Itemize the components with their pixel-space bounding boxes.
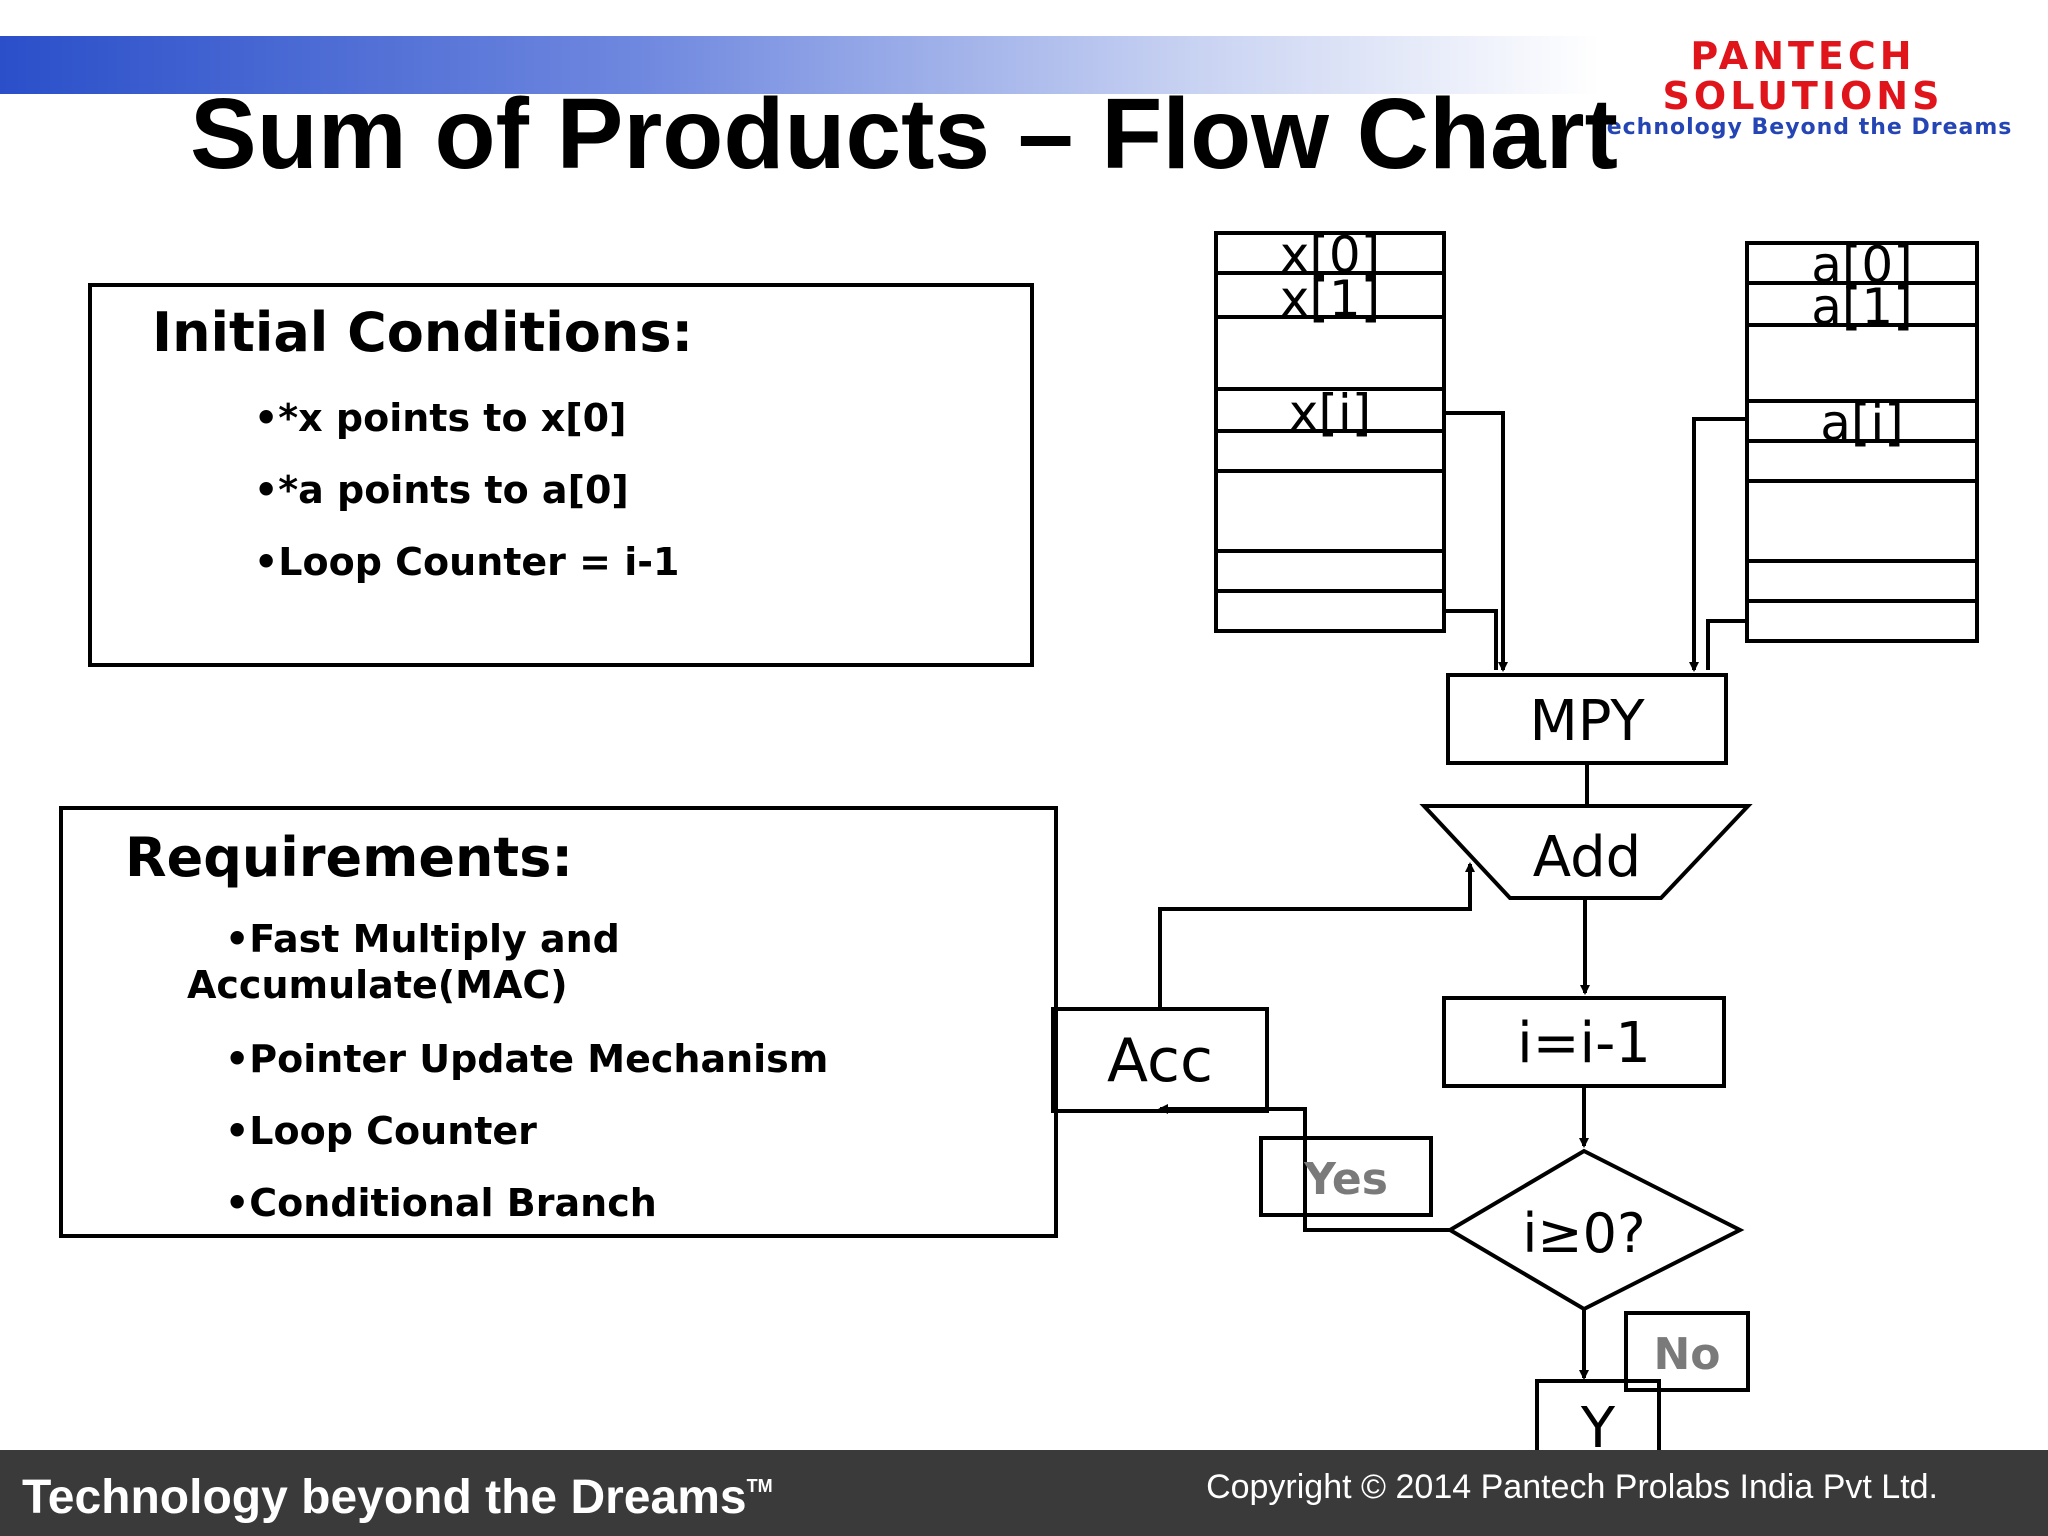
requirement-item: •Loop Counter [225, 1109, 537, 1153]
initial-conditions-box: Initial Conditions: •*x points to x[0] •… [88, 283, 1034, 667]
add-label: Add [1533, 825, 1641, 890]
initial-conditions-heading: Initial Conditions: [152, 301, 694, 364]
yes-loop-arrow [1158, 1104, 1450, 1232]
requirements-heading: Requirements: [125, 826, 573, 889]
decrement-label: i=i-1 [1517, 1011, 1651, 1076]
initial-condition-item: •*x points to x[0] [254, 396, 627, 440]
copyright-text: Copyright © 2014 Pantech Prolabs India P… [1206, 1468, 1938, 1506]
no-label-box [1624, 1311, 1750, 1392]
x0-label: x[0] [1280, 226, 1380, 284]
ai-to-mpy-arrow [1689, 417, 1747, 672]
header-gradient-bar [0, 36, 1600, 94]
logo-name: PANTECH SOLUTIONS [1662, 34, 1944, 118]
acc-label: Acc [1107, 1026, 1213, 1096]
initial-condition-item: •*a points to a[0] [254, 468, 629, 512]
trademark-mark: TM [746, 1476, 773, 1496]
yes-label: Yes [1303, 1154, 1388, 1205]
add-trapezoid [1419, 804, 1753, 900]
x-feed-line [1444, 609, 1498, 670]
condition-label: i≥0? [1522, 1202, 1645, 1265]
footer-bar: Technology beyond the DreamsTM Copyright… [0, 1450, 2048, 1536]
a1-label: a[1] [1811, 278, 1912, 336]
xi-to-mpy-arrow [1444, 411, 1508, 672]
slide-title: Sum of Products – Flow Chart [190, 78, 1618, 190]
logo-tagline: Technology Beyond the Dreams [1593, 115, 2013, 140]
requirement-item: •Fast Multiply and [225, 917, 620, 961]
footer-tagline: Technology beyond the DreamsTM [22, 1470, 773, 1525]
company-logo: PANTECH SOLUTIONS Technology Beyond the … [1568, 36, 2038, 140]
x1-label: x[1] [1280, 270, 1380, 328]
initial-condition-item: •Loop Counter = i-1 [254, 540, 680, 584]
a0-label: a[0] [1811, 236, 1912, 294]
yes-label-box [1259, 1136, 1433, 1217]
mpy-label: MPY [1529, 689, 1645, 754]
requirements-box: Requirements: •Fast Multiply and Accumul… [59, 806, 1058, 1238]
ai-label: a[i] [1820, 394, 1904, 452]
no-label: No [1653, 1329, 1720, 1380]
requirement-item: •Pointer Update Mechanism [225, 1037, 829, 1081]
acc-to-add-arrow [1158, 862, 1475, 1009]
requirement-item: •Conditional Branch [225, 1181, 657, 1225]
a-feed-line [1706, 619, 1747, 670]
requirement-item-continued: Accumulate(MAC) [187, 963, 568, 1007]
xi-label: x[i] [1289, 384, 1372, 442]
footer-tagline-text: Technology beyond the Dreams [22, 1471, 747, 1524]
